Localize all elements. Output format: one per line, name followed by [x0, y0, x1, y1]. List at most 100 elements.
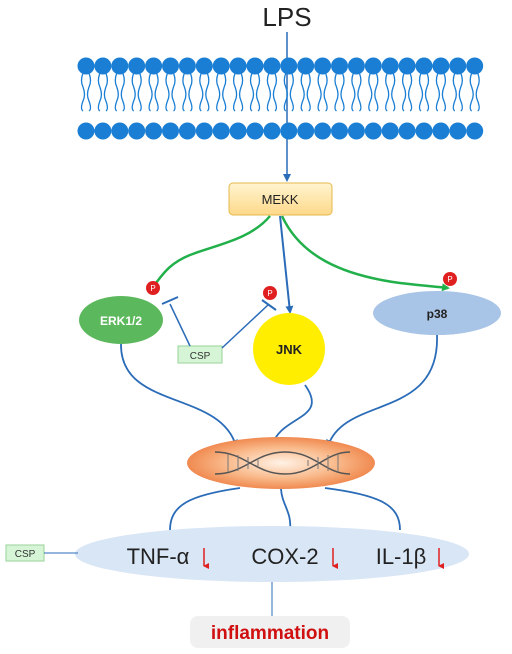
mekk-label: MEKK — [262, 192, 299, 207]
lipid-tail — [148, 72, 159, 112]
cell-membrane-bilayer — [77, 57, 484, 140]
lipid-head — [212, 57, 230, 75]
phospho-label-erk: P — [150, 284, 155, 293]
lipid-tail — [385, 72, 396, 112]
lipid-tail — [216, 72, 227, 112]
lipid-head — [229, 122, 247, 140]
cytokine-il-label: IL-1β — [376, 544, 427, 569]
lipid-head — [111, 57, 129, 75]
lipid-tail — [182, 72, 193, 112]
mekk-to-erk-arrow — [148, 215, 271, 292]
jnk-to-nucleus-arrow — [269, 384, 313, 448]
lipid-tail — [368, 72, 379, 112]
inflammation-label: inflammation — [211, 623, 329, 644]
lipid-head — [178, 122, 196, 140]
lipid-head — [449, 57, 467, 75]
lipid-tail — [114, 72, 125, 112]
lipid-tail — [334, 72, 345, 112]
lipid-head — [314, 122, 332, 140]
lipid-tail — [283, 72, 294, 112]
jnk-label: JNK — [276, 342, 303, 357]
lipid-tail — [232, 72, 244, 112]
phospho-marker-erk: P — [146, 281, 160, 295]
lipid-head — [212, 122, 230, 140]
lipid-tail — [452, 72, 463, 112]
mekk-node: MEKK — [228, 182, 333, 216]
lipid-head — [195, 122, 213, 140]
lipid-head — [162, 122, 179, 140]
nucleus-to-il-line — [324, 487, 401, 531]
lipid-tail — [165, 72, 176, 112]
lipid-tail — [80, 72, 92, 112]
lipid-head — [466, 57, 484, 75]
lipid-tail — [266, 72, 278, 112]
lipid-head — [128, 57, 146, 75]
lipid-head — [195, 57, 213, 75]
lipid-head — [128, 122, 146, 140]
csp-inhibitor-mid: CSP — [177, 345, 223, 364]
lipid-head — [297, 57, 315, 75]
lipid-head — [145, 122, 163, 140]
phospho-label-jnk: P — [267, 289, 272, 298]
phospho-marker-jnk: P — [263, 286, 277, 300]
lipid-tail — [97, 72, 109, 112]
lipid-head — [77, 57, 95, 75]
csp-label-left: CSP — [15, 549, 36, 560]
csp-inhibitor-left: CSP — [5, 544, 45, 562]
lipid-head — [94, 122, 112, 140]
cytokine-group — [75, 526, 469, 582]
lps-label: LPS — [262, 2, 311, 32]
lipid-head — [178, 57, 196, 75]
lipid-head — [280, 122, 298, 140]
lipid-tail — [401, 72, 413, 112]
erk-node: ERK1/2 — [79, 296, 163, 344]
p38-node: p38 — [373, 291, 501, 335]
nucleus-dna — [187, 437, 375, 489]
lipid-head — [263, 57, 281, 75]
phospho-marker-p38: P — [443, 272, 457, 286]
lipid-head — [381, 122, 399, 140]
lipid-head — [415, 57, 433, 75]
csp-inhibit-erk — [169, 303, 191, 347]
lipid-tail — [351, 72, 362, 112]
p38-label: p38 — [427, 307, 448, 321]
lipid-head — [466, 122, 484, 140]
lipid-head — [398, 122, 416, 140]
lipid-tail — [249, 72, 261, 112]
lipid-head — [364, 122, 382, 140]
lipid-head — [145, 57, 163, 75]
lipid-head — [432, 122, 450, 140]
lipid-tail — [300, 72, 311, 112]
lipid-tail — [317, 72, 328, 112]
lipid-tail — [469, 72, 480, 112]
lipid-tail — [199, 72, 210, 112]
lipid-head — [381, 57, 399, 75]
lipid-tail — [131, 72, 142, 112]
lipid-head — [432, 57, 450, 75]
cytokine-tnf-label: TNF-α — [127, 544, 190, 569]
lipid-head — [449, 122, 467, 140]
erk-to-nucleus-arrow — [120, 343, 239, 448]
cytokine-cox-label: COX-2 — [251, 544, 318, 569]
lipid-head — [398, 57, 416, 75]
lipid-head — [364, 57, 382, 75]
lipid-head — [415, 122, 433, 140]
csp-inhibit-jnk-bar — [261, 299, 277, 311]
lipid-head — [297, 122, 315, 140]
lipid-head — [111, 122, 129, 140]
lipid-head — [162, 57, 179, 75]
jnk-node: JNK — [253, 313, 325, 385]
lipid-head — [246, 122, 264, 140]
mekk-to-p38-arrow — [280, 215, 450, 292]
csp-label-mid: CSP — [190, 351, 211, 362]
phospho-label-p38: P — [447, 275, 452, 284]
erk-label: ERK1/2 — [100, 314, 142, 328]
lipid-head — [77, 122, 95, 140]
nucleus-to-tnf-line — [169, 487, 241, 531]
csp-inhibit-jnk — [221, 304, 269, 349]
mekk-to-jnk-arrow — [279, 215, 294, 314]
lipid-head — [263, 122, 281, 140]
lipid-head — [347, 57, 365, 75]
lipid-tail — [418, 72, 430, 112]
